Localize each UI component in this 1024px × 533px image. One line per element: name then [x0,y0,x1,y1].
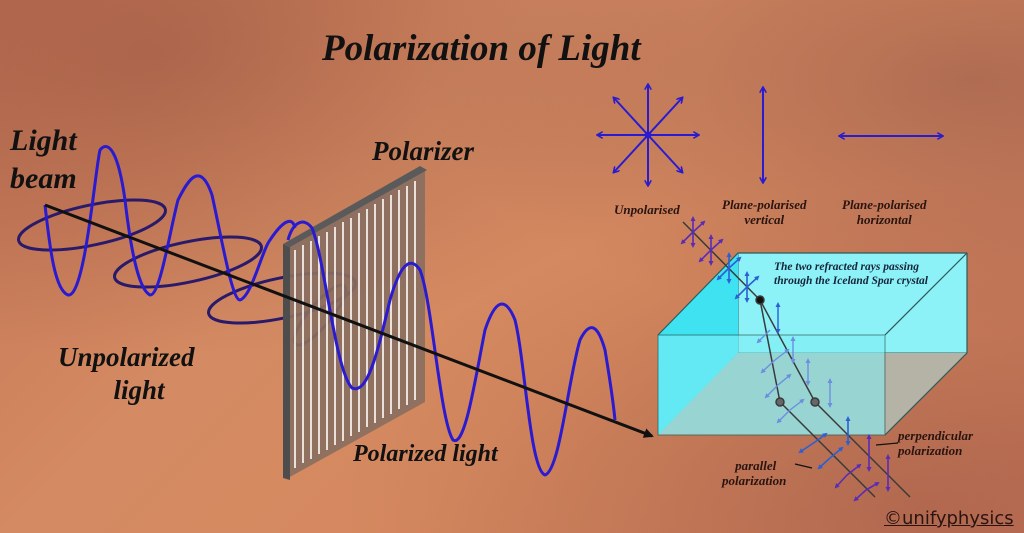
polarized-light-label: Polarized light [353,441,498,467]
crystal-caption-line2: through the Iceland Spar crystal [774,275,928,287]
internal-polarization-arrows [756,302,833,424]
unpolarised-symbol [598,85,698,185]
legend-plane-horizontal-label: Plane-polarised horizontal [842,197,927,227]
light-beam-arrow [44,203,654,438]
legend-unpolarised-label: Unpolarised [614,202,680,217]
light-beam-label-line2: beam [10,162,77,195]
parallel-line2: polarization [722,473,787,488]
legend-plane-vertical-line2: vertical [744,212,785,227]
incoming-wave [43,145,297,302]
page-title: Polarization of Light [322,28,641,69]
legend-plane-vertical-label: Plane-polarised vertical [722,197,807,227]
light-beam-label: Light beam [10,122,77,198]
perpendicular-line1: perpendicular [898,428,974,443]
crystal-caption-line1: The two refracted rays passing [774,261,920,273]
polarized-wave [286,220,617,477]
unpolarized-label-line1: Unpolarized [58,342,195,372]
parallel-polarization-label: parallel polarization [722,458,786,488]
polarizer-label: Polarizer [372,136,475,166]
iceland-spar-crystal [657,252,968,436]
perpendicular-polarization-label: perpendicular polarization [898,428,973,458]
legend-plane-vertical-line1: Plane-polarised [722,197,807,212]
legend-plane-horizontal-line2: horizontal [856,212,912,227]
perpendicular-line2: polarization [898,443,963,458]
light-beam-label-line1: Light [10,124,77,157]
parallel-line1: parallel [735,458,777,473]
unpolarized-light-label: Unpolarized light [58,341,195,407]
legend-plane-horizontal-line1: Plane-polarised [842,197,927,212]
crystal-caption: The two refracted rays passing through t… [774,260,928,288]
polarizer-plate [283,166,427,480]
outgoing-polarization-arrows [798,416,891,502]
copyright-watermark: ©unifyphysics [884,508,1014,529]
unpolarized-label-line2: light [113,375,165,405]
incoming-unpolarised-stars [680,216,760,303]
